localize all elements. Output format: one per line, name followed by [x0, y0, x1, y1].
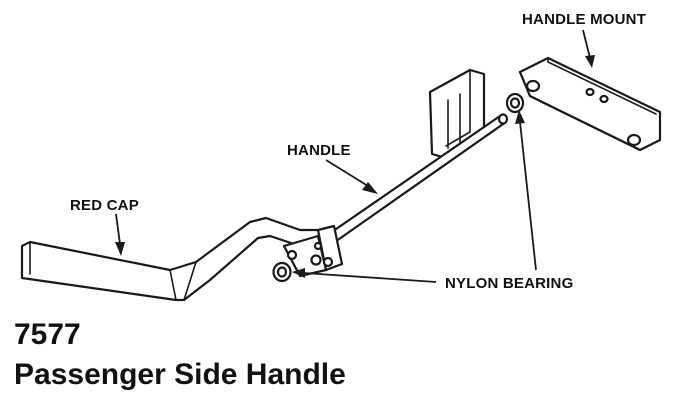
handle-label: HANDLE — [287, 142, 351, 159]
part-name: Passenger Side Handle — [14, 358, 346, 391]
nylon-bearing-arrow-lower — [292, 268, 437, 283]
red-cap-arrow — [115, 213, 125, 256]
part-number: 7577 — [14, 318, 81, 351]
nylon-bearing-arrow-upper — [515, 110, 537, 271]
handle-shaft — [324, 113, 509, 246]
handle-mount-label: HANDLE MOUNT — [522, 11, 646, 28]
handle-mounting-plate — [282, 224, 344, 278]
nylon-bearing-label: NYLON BEARING — [445, 275, 573, 292]
handle-lever — [20, 216, 324, 302]
nylon-bearing-lower — [272, 261, 292, 283]
red-cap-label: RED CAP — [70, 197, 139, 214]
handle-mount-bracket — [518, 56, 662, 152]
handle-mount-arrow — [582, 29, 595, 68]
handle-arrow — [325, 159, 378, 194]
nylon-bearing-upper — [505, 92, 525, 114]
